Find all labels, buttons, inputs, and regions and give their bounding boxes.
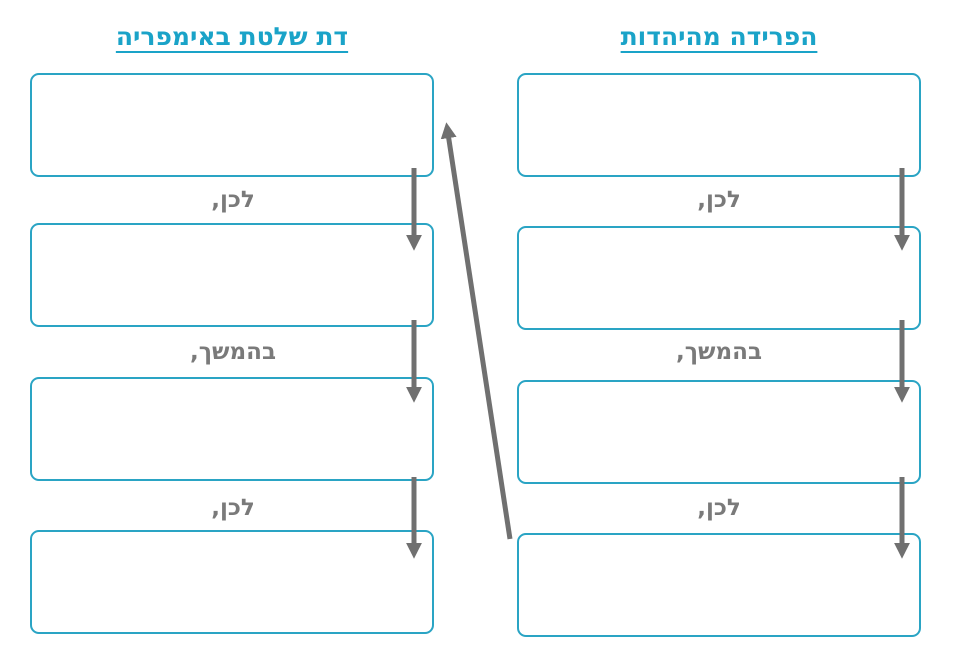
right-box-2[interactable]: [517, 226, 921, 330]
left-box-4[interactable]: [30, 530, 434, 634]
left-box-3[interactable]: [30, 377, 434, 481]
right-box-3[interactable]: [517, 380, 921, 484]
left-connector-2: בהמשך,: [190, 339, 276, 365]
left-box-1[interactable]: [30, 73, 434, 177]
right-connector-1: לכן,: [697, 187, 741, 213]
left-connector-3: לכן,: [211, 495, 255, 521]
cross-column-arrow: [440, 122, 513, 540]
left-box-2[interactable]: [30, 223, 434, 327]
right-box-1[interactable]: [517, 73, 921, 177]
right-box-4[interactable]: [517, 533, 921, 637]
left-connector-1: לכן,: [211, 187, 255, 213]
right-column-title: הפרידה מהיהדות: [620, 22, 818, 51]
left-column-title: דת שלטת באימפריה: [115, 22, 349, 51]
right-connector-3: לכן,: [697, 495, 741, 521]
right-connector-2: בהמשך,: [676, 339, 762, 365]
